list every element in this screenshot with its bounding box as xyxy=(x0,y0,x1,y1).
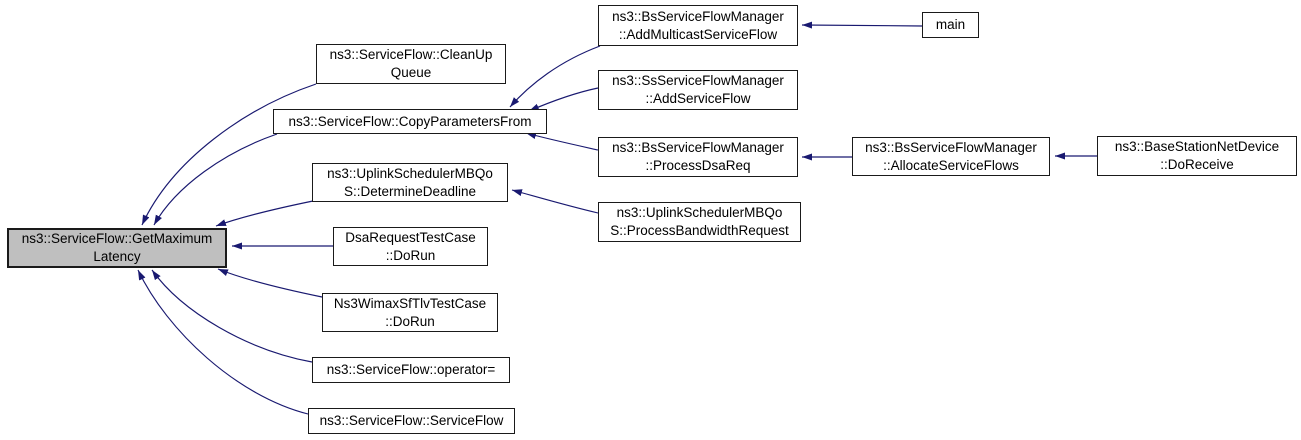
edge-copyparams-to-gml xyxy=(153,133,278,226)
edge-cleanup-to-gml xyxy=(141,83,317,226)
node-operator-assign[interactable]: ns3::ServiceFlow::operator= xyxy=(312,357,510,383)
edge-main-to-addmulti xyxy=(801,21,923,29)
node-process-dsa-req[interactable]: ns3::BsServiceFlowManager ::ProcessDsaRe… xyxy=(598,137,798,177)
node-add-service-flow[interactable]: ns3::SsServiceFlowManager ::AddServiceFl… xyxy=(598,70,798,110)
edge-addsf-to-copyparams xyxy=(528,87,599,112)
node-ns3wimax-sftlv-test-case-dorun[interactable]: Ns3WimaxSfTlvTestCase ::DoRun xyxy=(322,293,498,332)
node-copy-parameters-from[interactable]: ns3::ServiceFlow::CopyParametersFrom xyxy=(273,109,547,134)
edge-procdsa-to-copyparams xyxy=(525,132,599,151)
edge-addmulti-to-copyparams xyxy=(509,45,601,108)
edge-opassign-to-gml xyxy=(151,269,313,363)
edge-procbw-to-determine xyxy=(511,189,599,214)
edge-sfctor-to-gml xyxy=(137,269,309,415)
node-add-multicast-service-flow[interactable]: ns3::BsServiceFlowManager ::AddMulticast… xyxy=(598,5,798,46)
node-allocate-service-flows[interactable]: ns3::BsServiceFlowManager ::AllocateServ… xyxy=(852,137,1050,176)
node-main[interactable]: main xyxy=(922,12,979,38)
node-dsa-request-test-case-dorun[interactable]: DsaRequestTestCase ::DoRun xyxy=(333,227,488,266)
edge-wimaxrun-to-gml xyxy=(217,268,323,298)
edge-determine-to-gml xyxy=(215,200,314,227)
node-base-station-net-device-do-receive[interactable]: ns3::BaseStationNetDevice ::DoReceive xyxy=(1097,136,1297,176)
node-process-bandwidth-request[interactable]: ns3::UplinkSchedulerMBQo S::ProcessBandw… xyxy=(598,202,801,242)
node-get-maximum-latency[interactable]: ns3::ServiceFlow::GetMaximum Latency xyxy=(7,228,227,268)
node-cleanup-queue[interactable]: ns3::ServiceFlow::CleanUp Queue xyxy=(316,44,506,84)
node-serviceflow-constructor[interactable]: ns3::ServiceFlow::ServiceFlow xyxy=(308,408,515,434)
node-determine-deadline[interactable]: ns3::UplinkSchedulerMBQo S::DetermineDea… xyxy=(312,163,508,202)
